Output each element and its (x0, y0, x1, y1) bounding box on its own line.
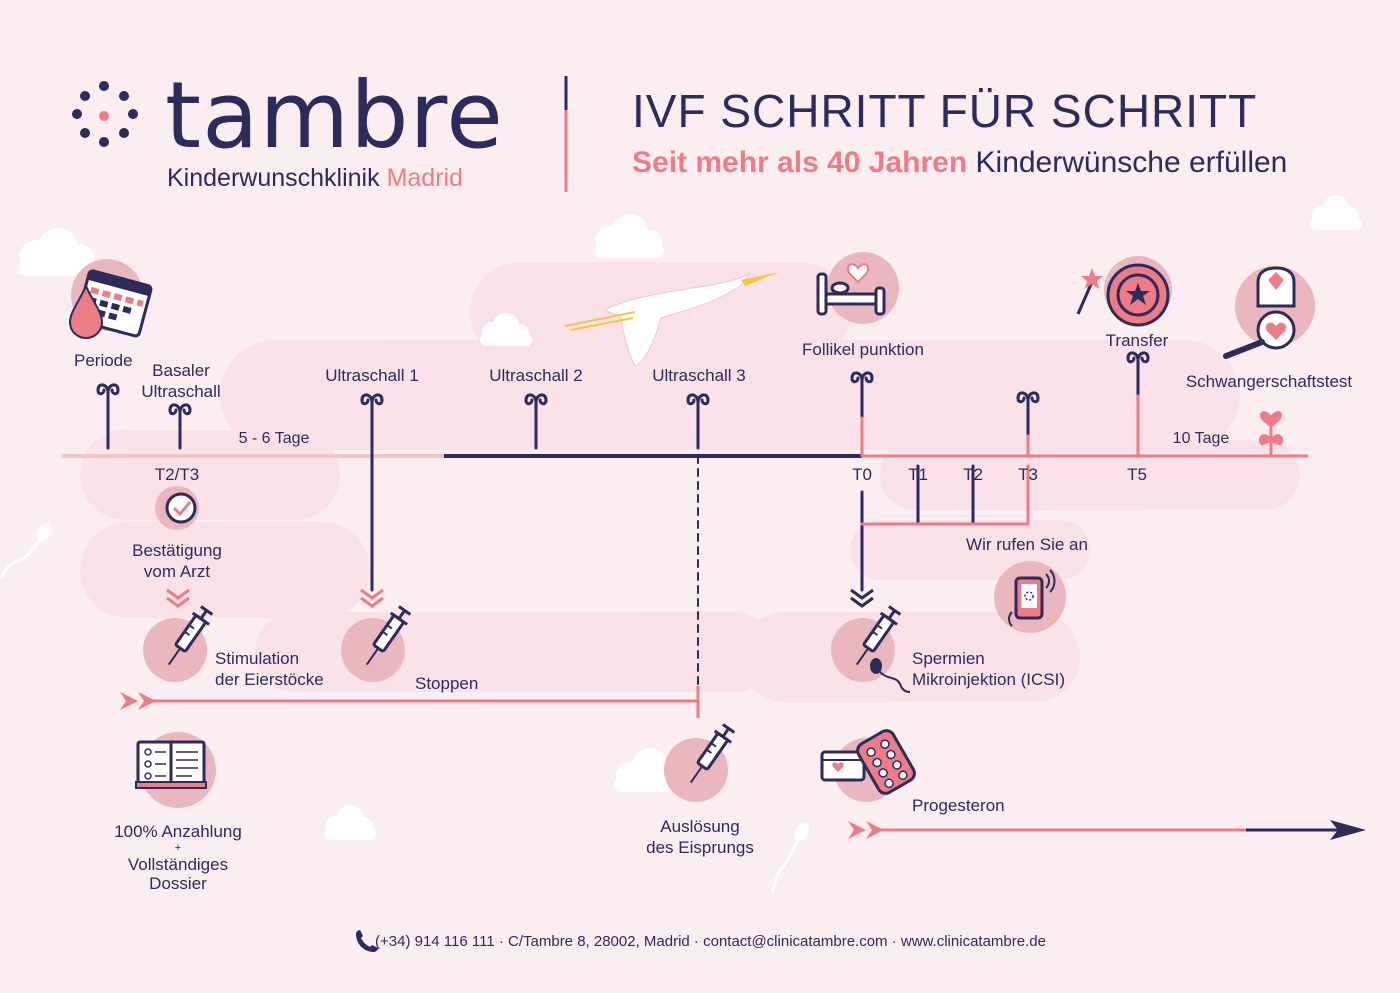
label-10-tage: 10 Tage (1172, 430, 1230, 447)
check-icon (165, 492, 197, 524)
brand-subtitle: Kinderwunschklinik Madrid (167, 164, 463, 193)
label-ausloesung: Auslösung des Eisprungs (646, 816, 754, 859)
stork-icon (564, 272, 779, 367)
label-anzahlung: 100% Anzahlung + Vollständiges Dossier (114, 821, 242, 894)
label-ausloesung-line2: des Eisprungs (646, 838, 754, 858)
blood-drop-icon (68, 283, 104, 340)
heart-icon (846, 263, 870, 284)
bed-icon (816, 272, 886, 316)
label-ultraschall-1: Ultraschall 1 (325, 366, 419, 385)
subtitle-accent: Seit mehr als 40 Jahren (632, 146, 968, 179)
label-basaler-line1: Basaler (152, 361, 210, 380)
pill-pack-icon (820, 729, 916, 795)
label-schwangerschaftstest: Schwangerschaftstest (1185, 372, 1353, 391)
label-5-6-tage: 5 - 6 Tage (238, 430, 310, 447)
logo-dots (72, 81, 138, 147)
label-spermien-line1: Spermien (912, 649, 985, 668)
label-anzahlung-line2: Vollständiges (127, 855, 229, 875)
label-t1: T1 (908, 465, 928, 484)
background-bands (80, 262, 1300, 702)
cloud-icon (18, 195, 1362, 840)
progesteron-arrow (848, 820, 1366, 840)
label-anzahlung-plus: + (174, 842, 182, 855)
brand-subtitle-main: Kinderwunschklinik (167, 164, 380, 192)
magic-wand-icon (1076, 268, 1103, 315)
dossier-icon (135, 740, 207, 789)
sperm-icon (0, 523, 810, 893)
label-t2: T2 (963, 465, 983, 484)
label-periode: Periode (74, 351, 133, 370)
label-spermien-line2: Mikroinjektion (ICSI) (912, 670, 1066, 690)
phone-icon (1008, 569, 1056, 627)
label-wir-rufen-sie-an: Wir rufen Sie an (966, 535, 1088, 554)
sperm-icon (870, 658, 911, 693)
label-bestaetigung-line2: vom Arzt (143, 562, 211, 582)
label-bestaetigung-line1: Bestätigung (132, 541, 222, 560)
label-t2t3: T2/T3 (154, 465, 200, 484)
label-bestaetigung: Bestätigung vom Arzt (132, 540, 222, 583)
label-ausloesung-line1: Auslösung (660, 817, 740, 836)
label-basaler-line2: Ultraschall (141, 382, 221, 402)
brand-logo: tambre (165, 62, 504, 169)
label-stimulation-line1: Stimulation (215, 649, 300, 668)
timeline-markers (96, 351, 1284, 701)
label-anzahlung-line3: Dossier (149, 873, 207, 893)
page-title: IVF SCHRITT FÜR SCHRITT (632, 85, 1258, 137)
label-follikel: Follikel punktion (802, 340, 924, 359)
label-ultraschall-2: Ultraschall 2 (489, 366, 583, 385)
label-anzahlung-line1: 100% Anzahlung (114, 822, 242, 841)
label-stoppen: Stoppen (415, 674, 479, 693)
label-ultraschall-3: Ultraschall 3 (652, 366, 746, 385)
page-subtitle: Seit mehr als 40 Jahren Kinderwünsche er… (632, 146, 1287, 180)
label-t0: T0 (852, 465, 872, 484)
stimulation-arrow (120, 686, 700, 718)
footer-contact: (+34) 914 116 111 · C/Tambre 8, 28002, M… (375, 933, 1046, 950)
subtitle-rest: Kinderwünsche erfüllen (975, 146, 1288, 179)
label-progesteron: Progesteron (912, 796, 1005, 815)
label-transfer: Transfer (1105, 331, 1169, 350)
label-t5: T5 (1127, 465, 1147, 484)
pregnancy-test-icon (1256, 266, 1296, 308)
magnifier-icon (1223, 310, 1296, 359)
label-t3: T3 (1018, 465, 1038, 484)
chevron-down-icon (166, 588, 874, 608)
brand-subtitle-accent: Madrid (386, 164, 463, 192)
label-stimulation: Stimulation der Eierstöcke (215, 648, 324, 691)
phone-footer-icon (356, 930, 378, 952)
label-stimulation-line2: der Eierstöcke (215, 670, 324, 690)
star-target-icon (1106, 263, 1170, 327)
